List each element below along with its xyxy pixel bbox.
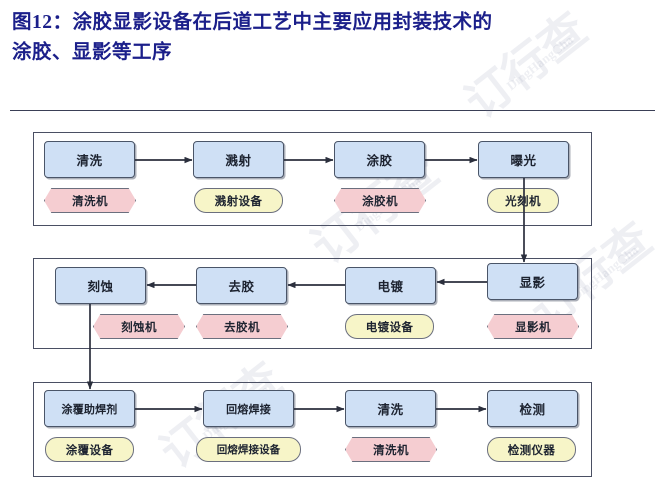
equipment-tag-row3-step3[interactable]: 清洗机 xyxy=(345,437,437,462)
process-box-row3-step1[interactable]: 涂覆助焊剂 xyxy=(44,390,135,427)
equipment-tag-label: 显影机 xyxy=(515,321,551,334)
figure-title-line-1: 图12：涂胶显影设备在后道工艺中主要应用封装技术的 xyxy=(12,12,493,33)
process-box-row1-step4[interactable]: 曝光 xyxy=(478,141,569,178)
equipment-tag-label: 刻蚀机 xyxy=(121,321,157,334)
equipment-tag-row3-step2[interactable]: 回熔焊接设备 xyxy=(196,437,301,462)
equipment-tag-label: 清洗机 xyxy=(72,195,108,208)
group-row-3 xyxy=(33,382,592,477)
equipment-tag-label: 清洗机 xyxy=(373,444,409,457)
title-divider xyxy=(10,110,655,111)
group-row-1 xyxy=(33,132,592,226)
process-box-row3-step2[interactable]: 回熔焊接 xyxy=(203,390,294,427)
equipment-tag-row1-step3[interactable]: 涂胶机 xyxy=(334,188,426,213)
process-box-row2-step2[interactable]: 去胶 xyxy=(196,267,287,304)
process-box-row2-step4[interactable]: 显影 xyxy=(487,263,578,300)
equipment-tag-label: 涂胶机 xyxy=(362,195,398,208)
equipment-tag-row2-step4[interactable]: 显影机 xyxy=(487,314,579,339)
equipment-tag-row1-step2[interactable]: 溅射设备 xyxy=(194,188,283,213)
group-row-2 xyxy=(33,258,592,349)
figure-title-line-2: 涂胶、显影等工序 xyxy=(12,42,173,63)
equipment-tag-row3-step1[interactable]: 涂覆设备 xyxy=(45,437,134,462)
equipment-tag-row2-step1[interactable]: 刻蚀机 xyxy=(93,314,185,339)
equipment-tag-row1-step4[interactable]: 光刻机 xyxy=(487,188,559,213)
process-box-row2-step3[interactable]: 电镀 xyxy=(345,267,436,304)
equipment-tag-row1-step1[interactable]: 清洗机 xyxy=(44,188,136,213)
process-box-row1-step3[interactable]: 涂胶 xyxy=(334,141,425,178)
equipment-tag-row2-step3[interactable]: 电镀设备 xyxy=(345,314,434,339)
process-box-row1-step1[interactable]: 清洗 xyxy=(44,141,135,178)
process-box-row1-step2[interactable]: 溅射 xyxy=(193,141,284,178)
process-box-row2-step1[interactable]: 刻蚀 xyxy=(55,267,146,304)
equipment-tag-row3-step4[interactable]: 检测仪器 xyxy=(487,437,576,462)
equipment-tag-label: 去胶机 xyxy=(224,321,260,334)
process-box-row3-step3[interactable]: 清洗 xyxy=(345,390,436,427)
equipment-tag-row2-step2[interactable]: 去胶机 xyxy=(196,314,288,339)
figure-title: 图12：涂胶显影设备在后道工艺中主要应用封装技术的 涂胶、显影等工序 xyxy=(12,8,652,68)
process-box-row3-step4[interactable]: 检测 xyxy=(487,390,578,427)
